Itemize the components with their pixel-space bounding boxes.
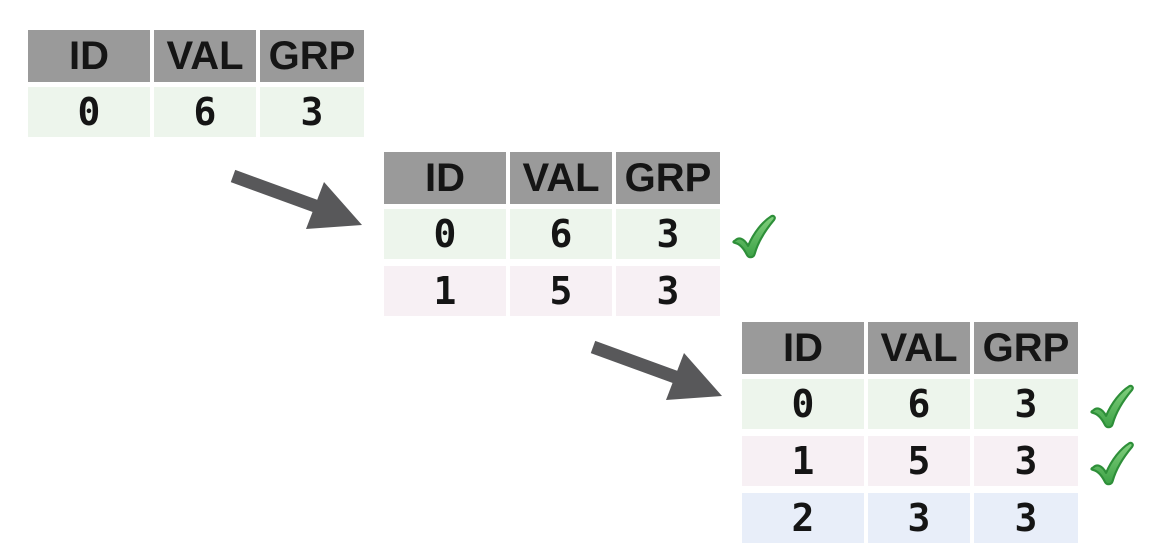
table-cell: 1 [742,436,864,486]
column-header-grp: GRP [260,30,364,82]
column-header-id: ID [384,152,506,204]
check-slot-checked [1082,436,1138,488]
check-icon [1090,441,1134,486]
check-icon [732,214,776,259]
column-header-val: VAL [868,322,970,374]
column-header-grp: GRP [974,322,1078,374]
table-cell: 0 [28,87,150,137]
column-header-id: ID [28,30,150,82]
table-cell: 5 [868,436,970,486]
column-header-id: ID [742,322,864,374]
table-cell: 0 [384,209,506,259]
check-slot [1082,322,1138,374]
check-slot [368,30,424,82]
table-cell: 1 [384,266,506,316]
check-slot [724,266,780,316]
table-cell: 0 [742,379,864,429]
table-cell: 6 [154,87,256,137]
check-slot [724,152,780,204]
check-icon [1090,384,1134,429]
arrow-icon [590,340,722,400]
table-cell: 3 [868,493,970,543]
table-cell: 3 [616,209,720,259]
check-slot [368,87,424,137]
check-slot-checked [724,209,780,261]
table-cell: 6 [510,209,612,259]
table-cell: 6 [868,379,970,429]
table-cell: 3 [260,87,364,137]
column-header-val: VAL [510,152,612,204]
check-slot [1082,493,1138,543]
column-header-val: VAL [154,30,256,82]
arrow-icon [230,169,362,229]
table-cell: 5 [510,266,612,316]
table-cell: 3 [974,379,1078,429]
table-cell: 3 [974,436,1078,486]
table-cell: 3 [974,493,1078,543]
table-cell: 3 [616,266,720,316]
check-slot-checked [1082,379,1138,431]
table-cell: 2 [742,493,864,543]
column-header-grp: GRP [616,152,720,204]
